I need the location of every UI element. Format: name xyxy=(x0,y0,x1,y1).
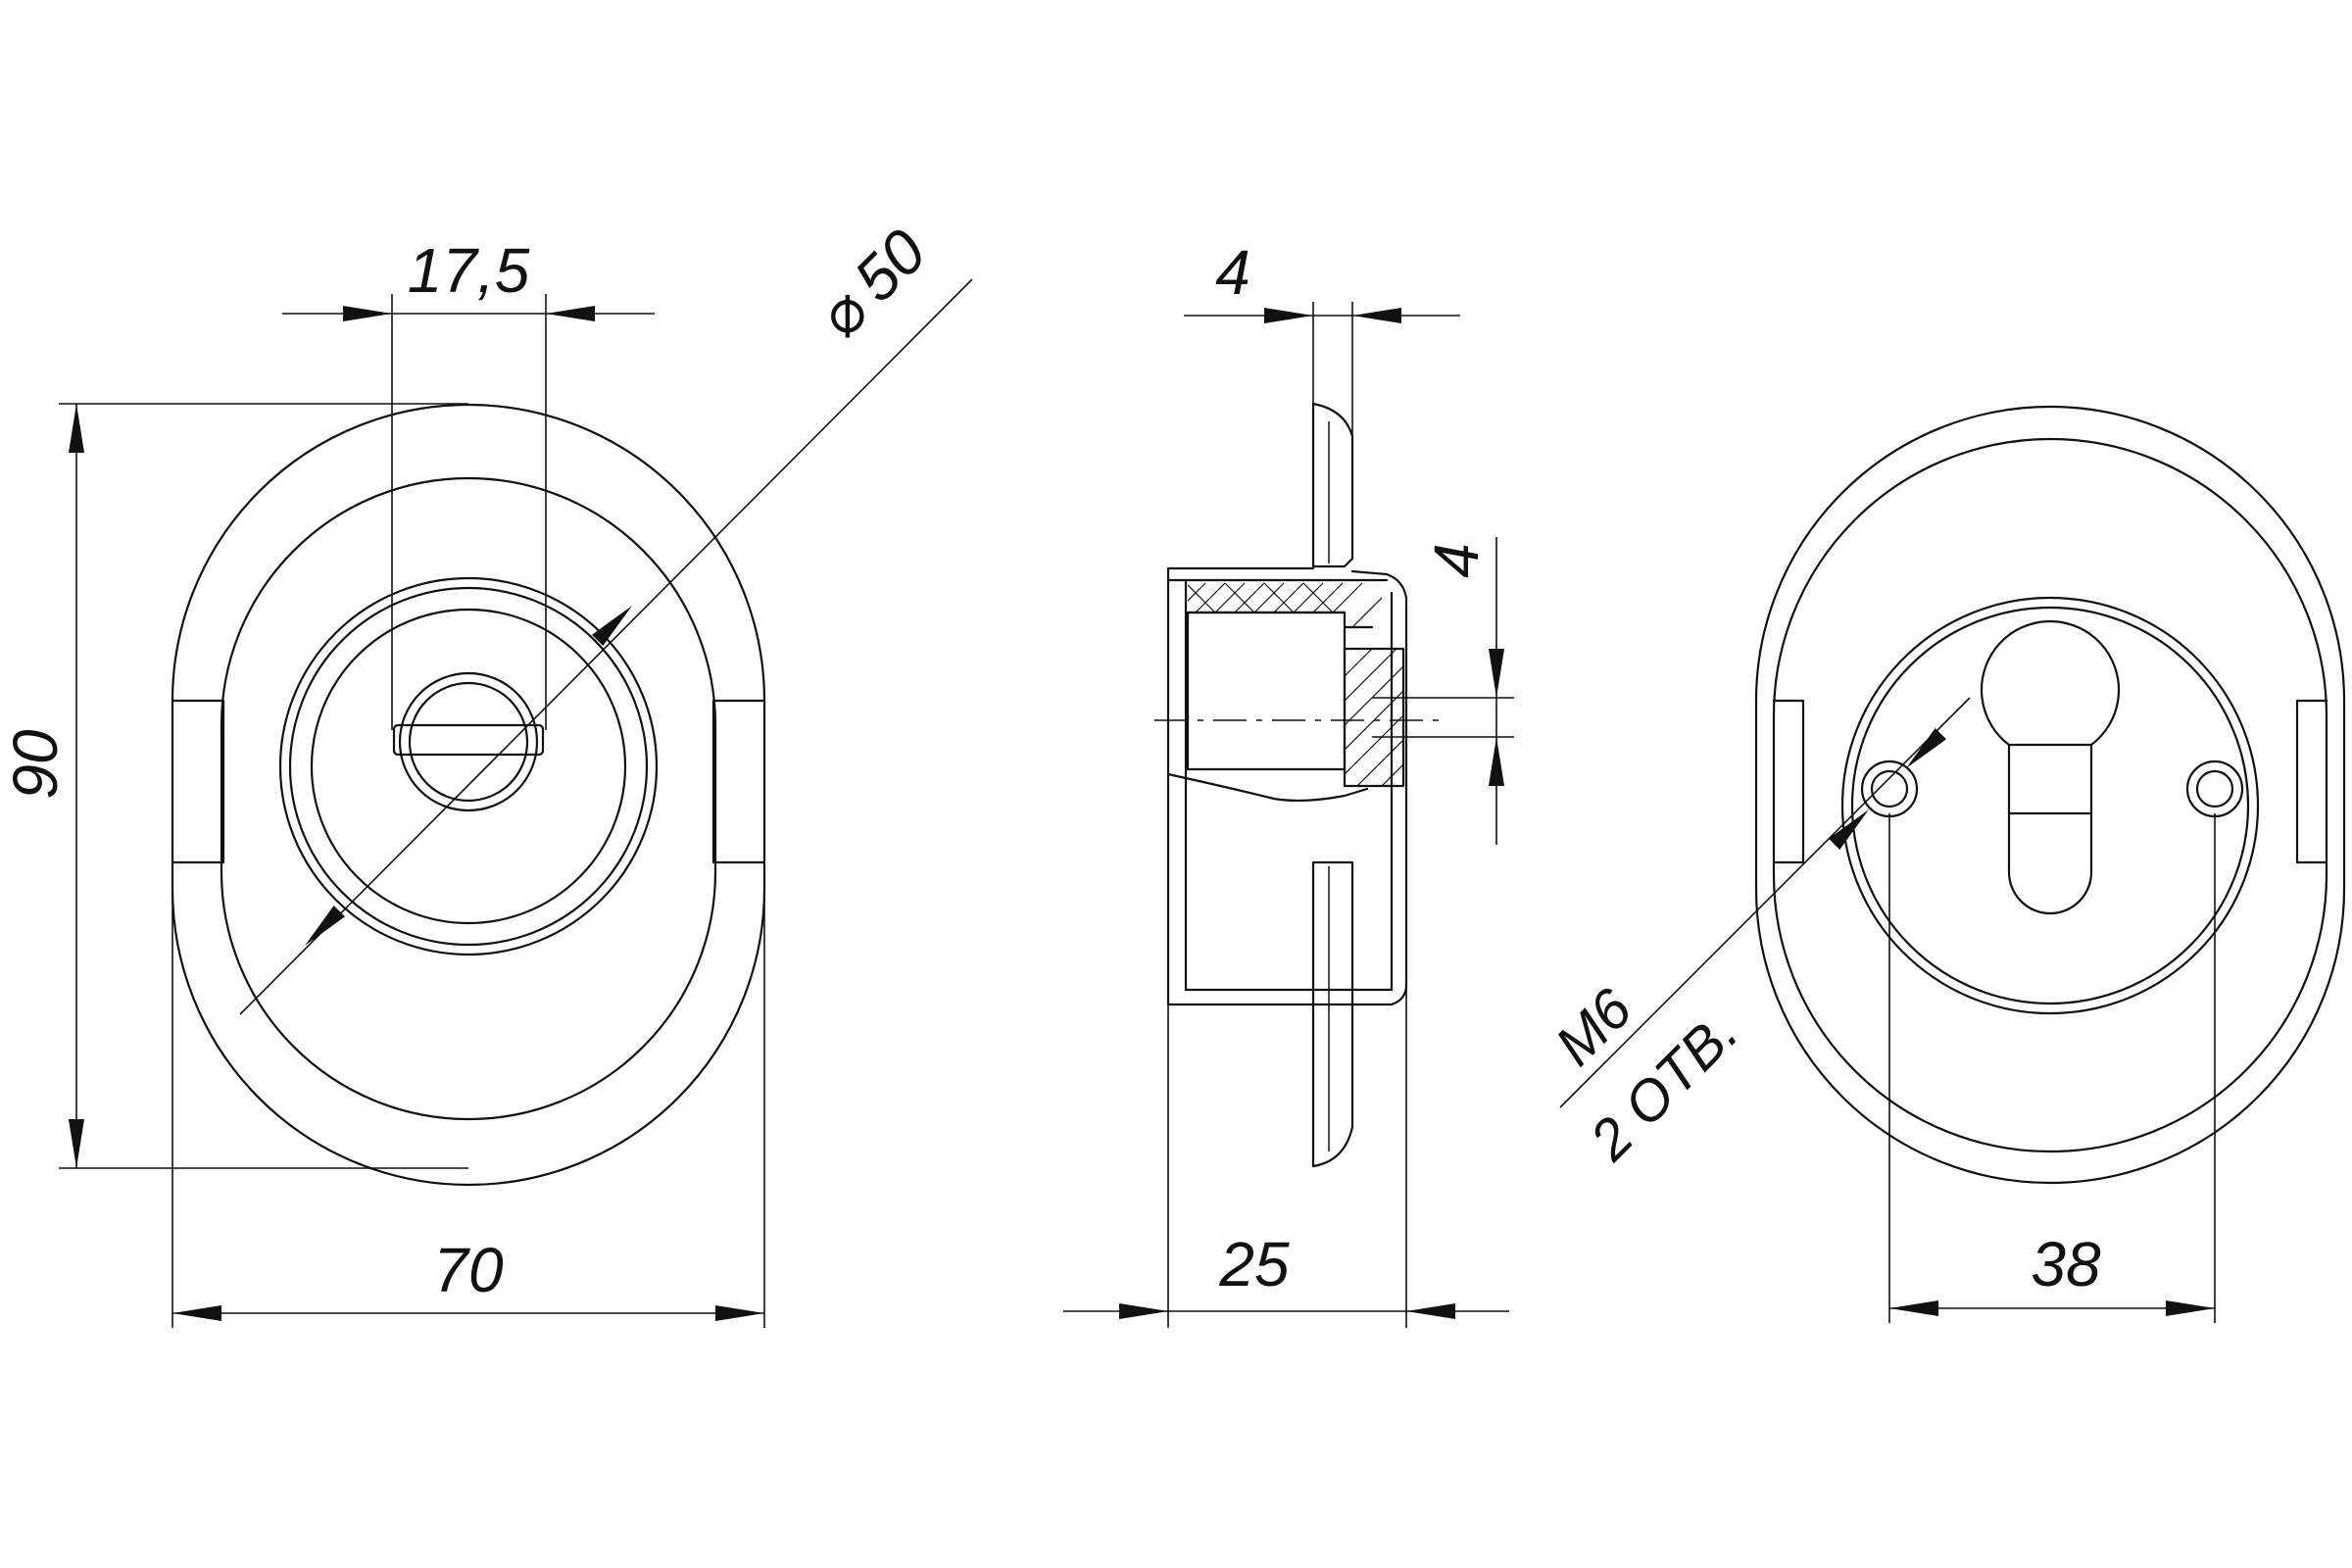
dim-right-offset-label: 4 xyxy=(1421,543,1492,578)
side-plate-top xyxy=(1311,402,1354,568)
front-view: 17,5 ⌀50 90 70 xyxy=(0,216,973,1328)
back-dim-hole-spacing: 38 xyxy=(1888,813,2216,1323)
front-plug-inner xyxy=(408,681,529,803)
front-inner-outline xyxy=(220,476,717,1121)
back-hole-left-inner xyxy=(1870,769,1909,808)
back-ring-inner xyxy=(1850,606,2250,1005)
front-dim-slot-width: 17,5 xyxy=(282,235,655,730)
back-hole-right-outer xyxy=(2185,760,2244,818)
side-housing-wall xyxy=(1186,611,1347,771)
front-left-notch xyxy=(171,699,225,864)
front-right-notch xyxy=(711,699,766,864)
front-dim-width: 70 xyxy=(172,882,765,1328)
back-right-notch xyxy=(2295,699,2328,864)
side-dim-top-thickness: 4 xyxy=(1184,237,1460,436)
thread-label: M6 xyxy=(1544,976,1644,1077)
back-left-notch xyxy=(1772,699,1805,864)
back-inner-outline xyxy=(1772,437,2328,1153)
dim-width-label: 70 xyxy=(433,1235,504,1305)
dim-depth-label: 25 xyxy=(1218,1229,1290,1299)
back-outer-outline xyxy=(1754,405,2346,1185)
side-hatch-plug xyxy=(1345,649,1403,786)
front-ring-inner xyxy=(310,608,627,925)
dim-height-label: 90 xyxy=(0,729,71,800)
front-ring-outer xyxy=(278,576,659,956)
svg-text:⌀50: ⌀50 xyxy=(804,216,940,352)
dim-top-thickness-label: 4 xyxy=(1215,237,1250,308)
front-ring-mid xyxy=(288,586,649,947)
back-ring-outer xyxy=(1840,596,2260,1015)
dim-slot-width-label: 17,5 xyxy=(408,235,530,306)
front-dim-height: 90 xyxy=(0,403,468,1169)
back-hole-left-outer xyxy=(1860,760,1919,818)
side-plug-section xyxy=(1343,647,1405,788)
dim-hole-spacing-label: 38 xyxy=(2031,1229,2101,1299)
side-view: 4 4 25 xyxy=(1063,237,1514,1328)
side-dim-depth: 25 xyxy=(1063,985,1509,1328)
side-hatch-top xyxy=(1188,582,1383,628)
back-hole-right-inner xyxy=(2195,769,2234,808)
side-dim-right-offset: 4 xyxy=(1372,537,1514,845)
front-key-slot xyxy=(392,723,545,757)
front-plug-outer xyxy=(398,671,539,812)
back-view: M6 2 ОТВ. 38 xyxy=(1544,405,2346,1323)
back-keyhole xyxy=(1980,619,2121,915)
side-plate-bottom xyxy=(1311,860,1354,1168)
front-outer-outline xyxy=(171,403,766,1187)
